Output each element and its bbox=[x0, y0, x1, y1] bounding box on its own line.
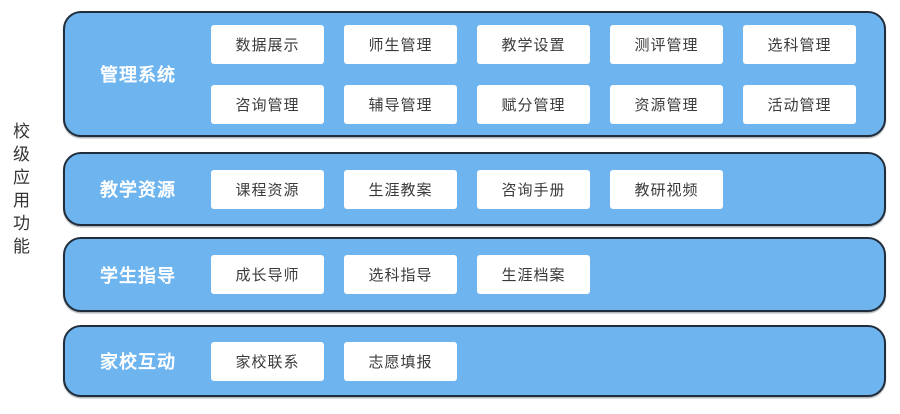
chip-teaching-settings: 教学设置 bbox=[477, 24, 590, 64]
panel-management-system: 管理系统 数据展示 师生管理 教学设置 测评管理 选科管理 咨询管理 辅导管理 … bbox=[63, 11, 886, 137]
panel-management-system-label: 管理系统 bbox=[100, 65, 176, 85]
panel-management-system-chips: 数据展示 师生管理 教学设置 测评管理 选科管理 咨询管理 辅导管理 赋分管理 … bbox=[211, 24, 884, 124]
panel-teaching-resources-label: 教学资源 bbox=[100, 180, 176, 200]
chip-row: 家校联系 志愿填报 bbox=[211, 341, 884, 381]
panel-home-school-interaction: 家校互动 家校联系 志愿填报 bbox=[63, 325, 886, 397]
chip-resource-mgmt: 资源管理 bbox=[610, 84, 723, 124]
chip-row: 数据展示 师生管理 教学设置 测评管理 选科管理 bbox=[211, 24, 884, 64]
chip-data-display: 数据展示 bbox=[211, 24, 324, 64]
panel-student-guidance-chips: 成长导师 选科指导 生涯档案 bbox=[211, 255, 884, 294]
chip-subject-selection-guidance: 选科指导 bbox=[344, 255, 457, 294]
panel-teaching-resources: 教学资源 课程资源 生涯教案 咨询手册 教研视频 bbox=[63, 152, 886, 226]
chip-career-archive: 生涯档案 bbox=[477, 255, 590, 294]
chip-tutoring-mgmt: 辅导管理 bbox=[344, 84, 457, 124]
figure-side-caption: 校级应用功能 bbox=[10, 122, 29, 260]
chip-score-assignment-mgmt: 赋分管理 bbox=[477, 84, 590, 124]
chip-home-school-contact: 家校联系 bbox=[211, 341, 324, 381]
panel-student-guidance-label: 学生指导 bbox=[100, 265, 176, 286]
chip-activity-mgmt: 活动管理 bbox=[743, 84, 856, 124]
chip-course-resources: 课程资源 bbox=[211, 169, 324, 209]
chip-teacher-student-mgmt: 师生管理 bbox=[344, 24, 457, 64]
panel-home-school-interaction-label: 家校互动 bbox=[100, 352, 176, 372]
chip-consultation-mgmt: 咨询管理 bbox=[211, 84, 324, 124]
chip-career-lesson-plans: 生涯教案 bbox=[344, 169, 457, 209]
chip-application-filling: 志愿填报 bbox=[344, 341, 457, 381]
chip-consultation-handbook: 咨询手册 bbox=[477, 169, 590, 209]
chip-row: 课程资源 生涯教案 咨询手册 教研视频 bbox=[211, 169, 884, 209]
panel-teaching-resources-chips: 课程资源 生涯教案 咨询手册 教研视频 bbox=[211, 169, 884, 209]
chip-row: 咨询管理 辅导管理 赋分管理 资源管理 活动管理 bbox=[211, 84, 884, 124]
chip-subject-selection-mgmt: 选科管理 bbox=[743, 24, 856, 64]
panel-student-guidance: 学生指导 成长导师 选科指导 生涯档案 bbox=[63, 237, 886, 312]
chip-teaching-research-videos: 教研视频 bbox=[610, 169, 723, 209]
chip-row: 成长导师 选科指导 生涯档案 bbox=[211, 255, 884, 294]
chip-growth-mentor: 成长导师 bbox=[211, 255, 324, 294]
feature-panels: 管理系统 数据展示 师生管理 教学设置 测评管理 选科管理 咨询管理 辅导管理 … bbox=[63, 11, 886, 397]
chip-evaluation-mgmt: 测评管理 bbox=[610, 24, 723, 64]
panel-home-school-interaction-chips: 家校联系 志愿填报 bbox=[211, 341, 884, 381]
